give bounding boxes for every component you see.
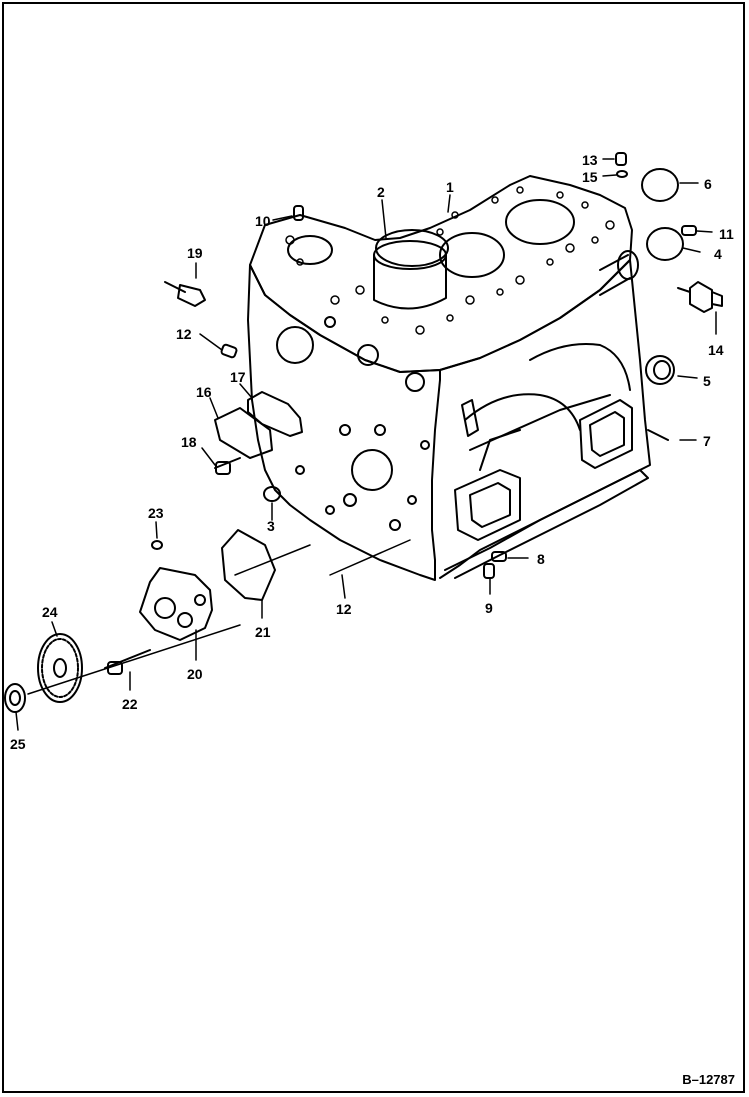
engine-block [247, 175, 651, 581]
cover-16 [214, 407, 273, 459]
bolt-19 [164, 281, 206, 307]
nut-25 [4, 683, 26, 713]
callout-19: 19 [187, 245, 203, 261]
bolt-18 [214, 457, 241, 475]
callout-10: 10 [255, 213, 271, 229]
callout-2: 2 [377, 184, 385, 200]
callout-17: 17 [230, 369, 246, 385]
gasket-17 [247, 391, 303, 437]
leader-lines [15, 158, 717, 731]
fitting-9 [483, 563, 495, 579]
pin-11 [681, 225, 697, 236]
plug-4 [646, 227, 684, 261]
callout-14: 14 [708, 342, 724, 358]
washer-15 [616, 170, 628, 178]
callout-21: 21 [255, 624, 271, 640]
fitting-7 [647, 429, 669, 441]
figure-reference-number: B–12787 [682, 1072, 735, 1087]
callout-12-upper: 12 [176, 326, 192, 342]
callout-20: 20 [187, 666, 203, 682]
callout-11: 11 [719, 226, 734, 242]
callout-15: 15 [582, 169, 598, 185]
callout-3: 3 [267, 518, 275, 534]
callout-5: 5 [703, 373, 711, 389]
callout-16: 16 [196, 384, 212, 400]
callout-9: 9 [485, 600, 493, 616]
callout-6: 6 [704, 176, 712, 192]
shaft-axis-line [27, 624, 241, 695]
oil-pump-20 [139, 567, 213, 641]
callout-4: 4 [714, 246, 722, 262]
pin-10 [293, 205, 304, 221]
gear-24 [37, 633, 83, 703]
callout-18: 18 [181, 434, 197, 450]
callout-8: 8 [537, 551, 545, 567]
callout-25: 25 [10, 736, 26, 752]
dowel-12-upper [220, 343, 238, 359]
fitting-8 [491, 551, 507, 562]
oil-pressure-switch-14 [677, 281, 723, 313]
callout-24: 24 [42, 604, 58, 620]
pin-23 [151, 540, 163, 550]
plug-6 [641, 168, 679, 202]
callout-22: 22 [122, 696, 138, 712]
seal-5 [645, 355, 675, 385]
plug-3 [263, 486, 281, 502]
callout-23: 23 [148, 505, 164, 521]
callout-7: 7 [703, 433, 711, 449]
callout-12-lower: 12 [336, 601, 352, 617]
callout-1: 1 [446, 179, 454, 195]
gasket-21 [221, 529, 276, 601]
callout-13: 13 [582, 152, 598, 168]
pin-13 [615, 152, 627, 166]
